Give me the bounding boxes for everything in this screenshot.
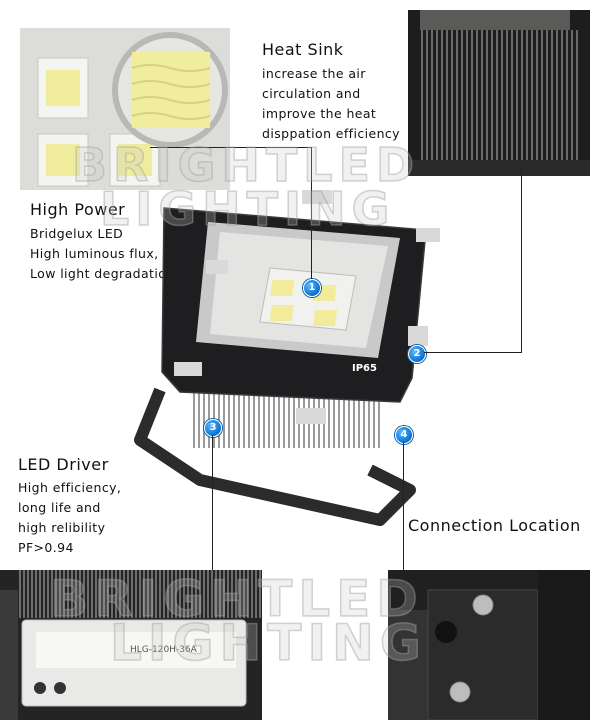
callout-line-4-vertical <box>403 442 404 570</box>
callout-badge-4: 4 <box>395 426 413 444</box>
heat-sink-title: Heat Sink <box>262 40 344 59</box>
led-driver-desc-line: long life and <box>18 500 101 515</box>
flood-light-product <box>130 190 450 530</box>
high-power-desc-line: High luminous flux, <box>30 246 159 261</box>
led-driver-illustration <box>0 570 262 720</box>
led-driver-desc-line: high relibility <box>18 520 106 535</box>
led-driver-desc-line: High efficiency, <box>18 480 122 495</box>
heat-sink-photo <box>408 10 590 176</box>
heat-sink-desc-line: circulation and <box>262 86 361 101</box>
led-driver-title: LED Driver <box>18 455 109 474</box>
heat-sink-desc-line: disppation efficiency <box>262 126 400 141</box>
connection-location-title: Connection Location <box>408 516 581 535</box>
connection-photo <box>388 570 590 720</box>
led-chip-illustration <box>20 28 230 190</box>
ip-rating-label: IP65 <box>352 363 377 374</box>
heat-sink-description: increase the air circulation and improve… <box>262 64 400 144</box>
flood-light-illustration <box>134 190 440 526</box>
callout-line-2-horizontal <box>424 352 522 353</box>
high-power-desc-line: Low light degradation <box>30 266 175 281</box>
driver-model-label: HLG-120H-36A <box>130 645 197 655</box>
callout-line-2-vertical <box>521 168 522 353</box>
callout-badge-2: 2 <box>408 345 426 363</box>
heat-sink-desc-line: increase the air <box>262 66 366 81</box>
heat-sink-desc-line: improve the heat <box>262 106 377 121</box>
callout-line-1-vertical <box>311 147 312 279</box>
led-driver-photo <box>0 570 262 720</box>
callout-badge-1: 1 <box>303 279 321 297</box>
callout-badge-3: 3 <box>204 419 222 437</box>
high-power-desc-line: Bridgelux LED <box>30 226 124 241</box>
led-driver-description: High efficiency, long life and high reli… <box>18 478 121 558</box>
heat-sink-illustration <box>408 10 590 176</box>
callout-line-1-horizontal <box>150 147 312 148</box>
high-power-title: High Power <box>30 200 126 219</box>
connection-illustration <box>388 570 590 720</box>
high-power-description: Bridgelux LED High luminous flux, Low li… <box>30 224 175 284</box>
led-driver-desc-line: PF>0.94 <box>18 540 74 555</box>
callout-line-3-vertical <box>212 435 213 571</box>
led-chip-photo <box>20 28 230 190</box>
